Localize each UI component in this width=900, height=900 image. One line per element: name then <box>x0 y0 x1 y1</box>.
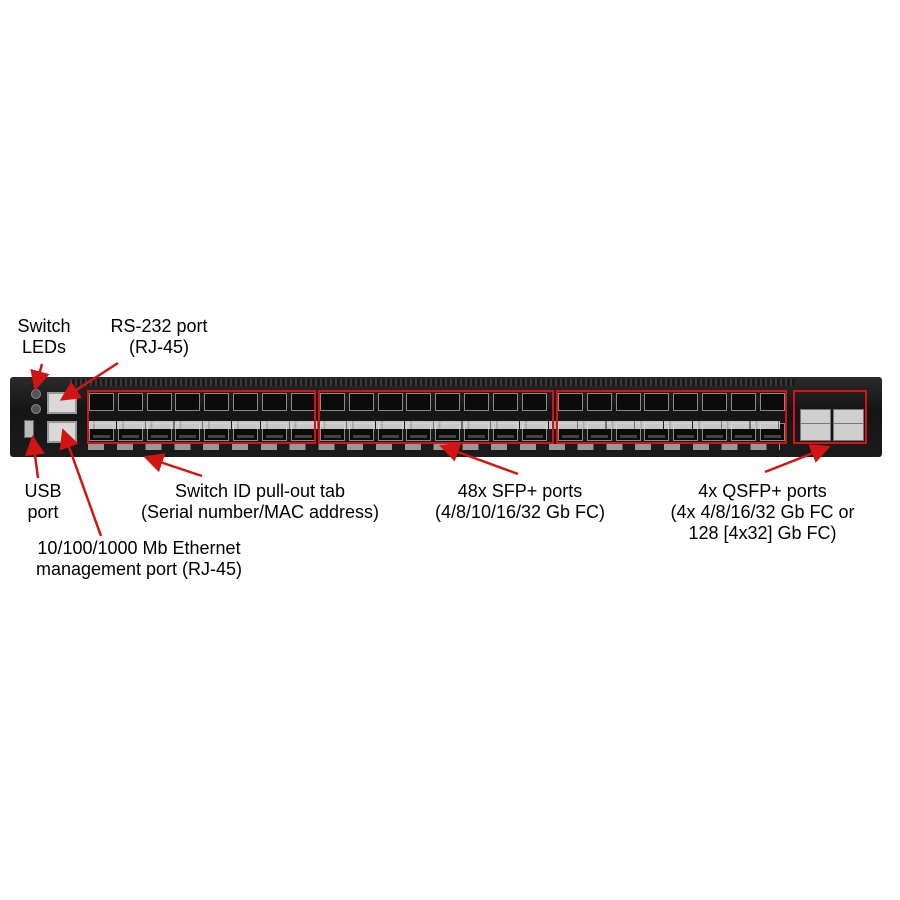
sfp-port <box>615 393 641 411</box>
arrow-pullout-tab <box>143 453 203 478</box>
arrow-usb <box>25 435 45 479</box>
sfp-port <box>117 393 143 411</box>
switch-led <box>31 404 41 414</box>
sfp-port <box>464 393 489 411</box>
sfp-port <box>702 393 727 411</box>
sfp-port <box>233 393 258 411</box>
sfp-port <box>644 393 670 411</box>
sfp-ports-label: 48x SFP+ ports(4/8/10/16/32 Gb FC) <box>434 481 606 522</box>
qsfp-group-highlight <box>793 390 867 444</box>
vent-grille <box>70 379 795 386</box>
sfp-port <box>348 393 374 411</box>
sfp-port <box>406 393 432 411</box>
sfp-port <box>586 393 612 411</box>
sfp-port <box>175 393 201 411</box>
sfp-port <box>320 393 345 411</box>
sfp-port <box>558 393 583 411</box>
arrow-switch-leds <box>30 363 50 391</box>
rs232-label: RS-232 port(RJ-45) <box>110 316 208 357</box>
port-tab-strip <box>88 421 780 429</box>
sfp-port <box>730 393 756 411</box>
port-number-labels <box>88 444 780 450</box>
sfp-group-highlight-2 <box>318 390 554 444</box>
arrow-ethernet <box>59 428 103 537</box>
sfp-port <box>759 393 785 411</box>
sfp-group-highlight-1 <box>87 390 316 444</box>
sfp-port <box>673 393 699 411</box>
sfp-port <box>89 393 114 411</box>
sfp-port <box>521 393 547 411</box>
sfp-port <box>492 393 518 411</box>
sfp-port <box>146 393 172 411</box>
sfp-group-highlight-3 <box>556 390 787 444</box>
qsfp-port <box>833 423 864 441</box>
sfp-port <box>261 393 287 411</box>
sfp-port <box>204 393 230 411</box>
arrow-rs232 <box>59 361 119 401</box>
pullout-tab-label: Switch ID pull-out tab(Serial number/MAC… <box>140 481 380 522</box>
sfp-port <box>377 393 403 411</box>
qsfp-port <box>800 423 831 441</box>
arrow-sfp <box>439 442 519 476</box>
arrow-qsfp <box>764 444 831 474</box>
sfp-port <box>435 393 461 411</box>
